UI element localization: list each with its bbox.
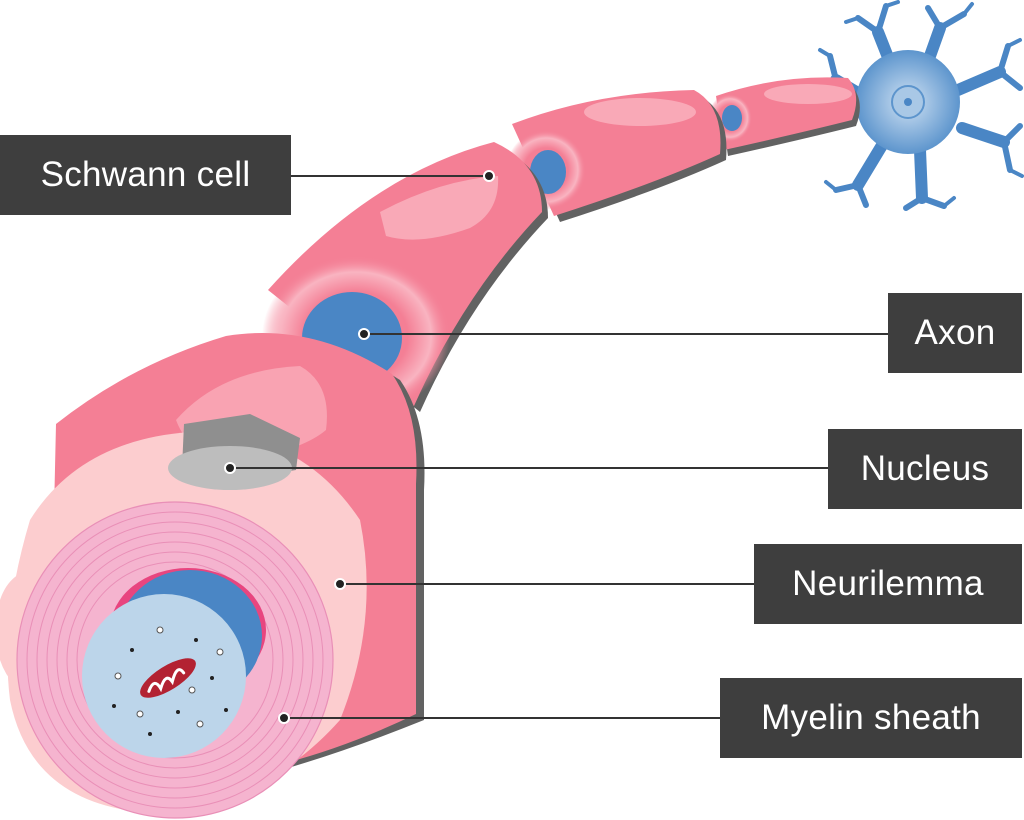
mitochondrion-icon — [140, 658, 196, 698]
label-myelin-sheath: Myelin sheath — [720, 678, 1022, 758]
leader-dots — [224, 170, 495, 724]
label-nucleus: Nucleus — [828, 429, 1022, 509]
leader-lines — [230, 175, 888, 719]
schwann-segment-2 — [506, 90, 727, 222]
nucleus-shape — [168, 414, 300, 490]
schwann-segment-front — [0, 333, 425, 819]
label-axon: Axon — [888, 293, 1022, 373]
neuron-cell-body-icon — [818, 0, 1024, 211]
schwann-segment-far — [708, 77, 860, 156]
schwann-segment-3 — [262, 142, 548, 416]
label-neurilemma: Neurilemma — [754, 544, 1022, 624]
label-schwann-cell: Schwann cell — [0, 135, 291, 215]
